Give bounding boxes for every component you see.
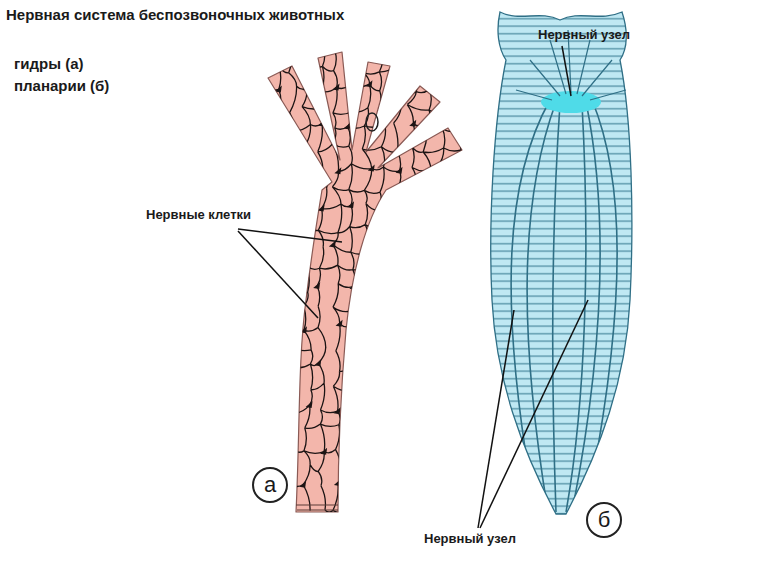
nerve-cell [300, 326, 307, 333]
nerve-cell [413, 439, 420, 446]
nerve-cell [334, 167, 341, 174]
nerve-cell [306, 401, 313, 408]
nerve-cell [381, 120, 388, 127]
nerve-cell [420, 241, 427, 248]
nerve-cell [438, 123, 445, 130]
nerve-cell [365, 80, 372, 87]
nerve-cell [428, 400, 435, 407]
nerve-cell [350, 40, 357, 47]
nerve-cell [374, 206, 381, 213]
nerve-cell [443, 449, 450, 456]
nerve-cell [269, 243, 276, 250]
nerve-cell [454, 485, 461, 492]
nerve-cell [440, 204, 447, 211]
nerve-cell [362, 483, 369, 490]
nerve-cell [318, 205, 325, 212]
nerve-cell [368, 165, 375, 172]
nerve-cell [451, 249, 458, 256]
nerve-cell [405, 40, 412, 47]
leader-lines [238, 46, 588, 528]
callout-letter: а [264, 474, 276, 496]
nerve-cell [349, 447, 356, 454]
nerve-cell [436, 364, 443, 371]
nerve-cell [376, 369, 383, 376]
nerve-cell [288, 127, 295, 134]
nerve-cell [320, 448, 327, 455]
nerve-cell [287, 44, 294, 51]
nerve-net [257, 44, 462, 514]
hydra [255, 40, 463, 514]
nerve-cell [314, 359, 321, 366]
nerve-cell [299, 481, 306, 488]
nerve-cell [392, 240, 399, 247]
nerve-cell [289, 363, 296, 370]
nerve-cell [306, 168, 313, 175]
nerve-cell [379, 280, 386, 287]
nerve-cell [255, 368, 262, 375]
nerve-cell [344, 123, 351, 130]
nerve-cell [271, 402, 278, 409]
part-label: Нервные клетки [146, 207, 251, 222]
nerve-cell [255, 279, 262, 286]
nerve-cell [334, 479, 341, 486]
nerve-cell [453, 169, 460, 176]
nerve-cell [366, 407, 373, 414]
nerve-cell [336, 320, 343, 327]
nerve-cell [302, 84, 309, 91]
nerve-cell [286, 199, 293, 206]
subtitle: гидры (а) [14, 55, 83, 72]
nerve-cell [434, 43, 441, 50]
nerve-cell [258, 202, 265, 209]
callout-letter: б [598, 509, 611, 531]
nerve-cell [333, 83, 340, 90]
nerve-cell [451, 83, 458, 90]
part-label: Нервный узел [538, 27, 630, 42]
nerve-cell [403, 281, 410, 288]
nerve-cell [426, 480, 433, 487]
nerve-cell [366, 248, 373, 255]
nerve-cell [275, 85, 282, 92]
callout-circle: б [586, 502, 622, 538]
nerve-cell [377, 448, 384, 455]
nerve-cell [347, 201, 354, 208]
nerve-cell [418, 327, 425, 334]
title: Нервная система беспозвоночных животных [6, 6, 344, 23]
nerve-cell [408, 202, 415, 209]
planaria [491, 12, 632, 514]
nerve-cell [397, 89, 404, 96]
nerve-cell [318, 120, 325, 127]
nerve-cell [456, 320, 463, 327]
nerve-cell [388, 324, 395, 331]
nerve-cell [390, 480, 397, 487]
nerve-cell [350, 359, 357, 366]
nerve-cell [349, 283, 356, 290]
nerve-cell [425, 85, 432, 92]
nerve-cell [409, 120, 416, 127]
nerve-cell [272, 321, 279, 328]
nerve-cell [289, 446, 296, 453]
part-label: Нервный узел [424, 531, 516, 546]
nerve-cell [358, 324, 365, 331]
nerve-cell [313, 282, 320, 289]
nerve-cell [427, 166, 434, 173]
nerve-cell [255, 119, 262, 126]
nerve-cell [277, 163, 284, 170]
nerve-cell [319, 43, 326, 50]
nerve-cell [303, 244, 310, 251]
subtitle: планарии (б) [14, 77, 109, 94]
nerve-cell [255, 444, 262, 451]
nerve-cell [380, 41, 387, 48]
nerve-cell [434, 282, 441, 289]
nerve-cell [258, 45, 265, 52]
nerve-cell [396, 167, 403, 174]
nerve-cell [334, 407, 341, 414]
nerve-cell [405, 365, 412, 372]
nerve-cell [452, 400, 459, 407]
callout-circle: а [252, 467, 288, 503]
nerve-cell [395, 405, 402, 412]
